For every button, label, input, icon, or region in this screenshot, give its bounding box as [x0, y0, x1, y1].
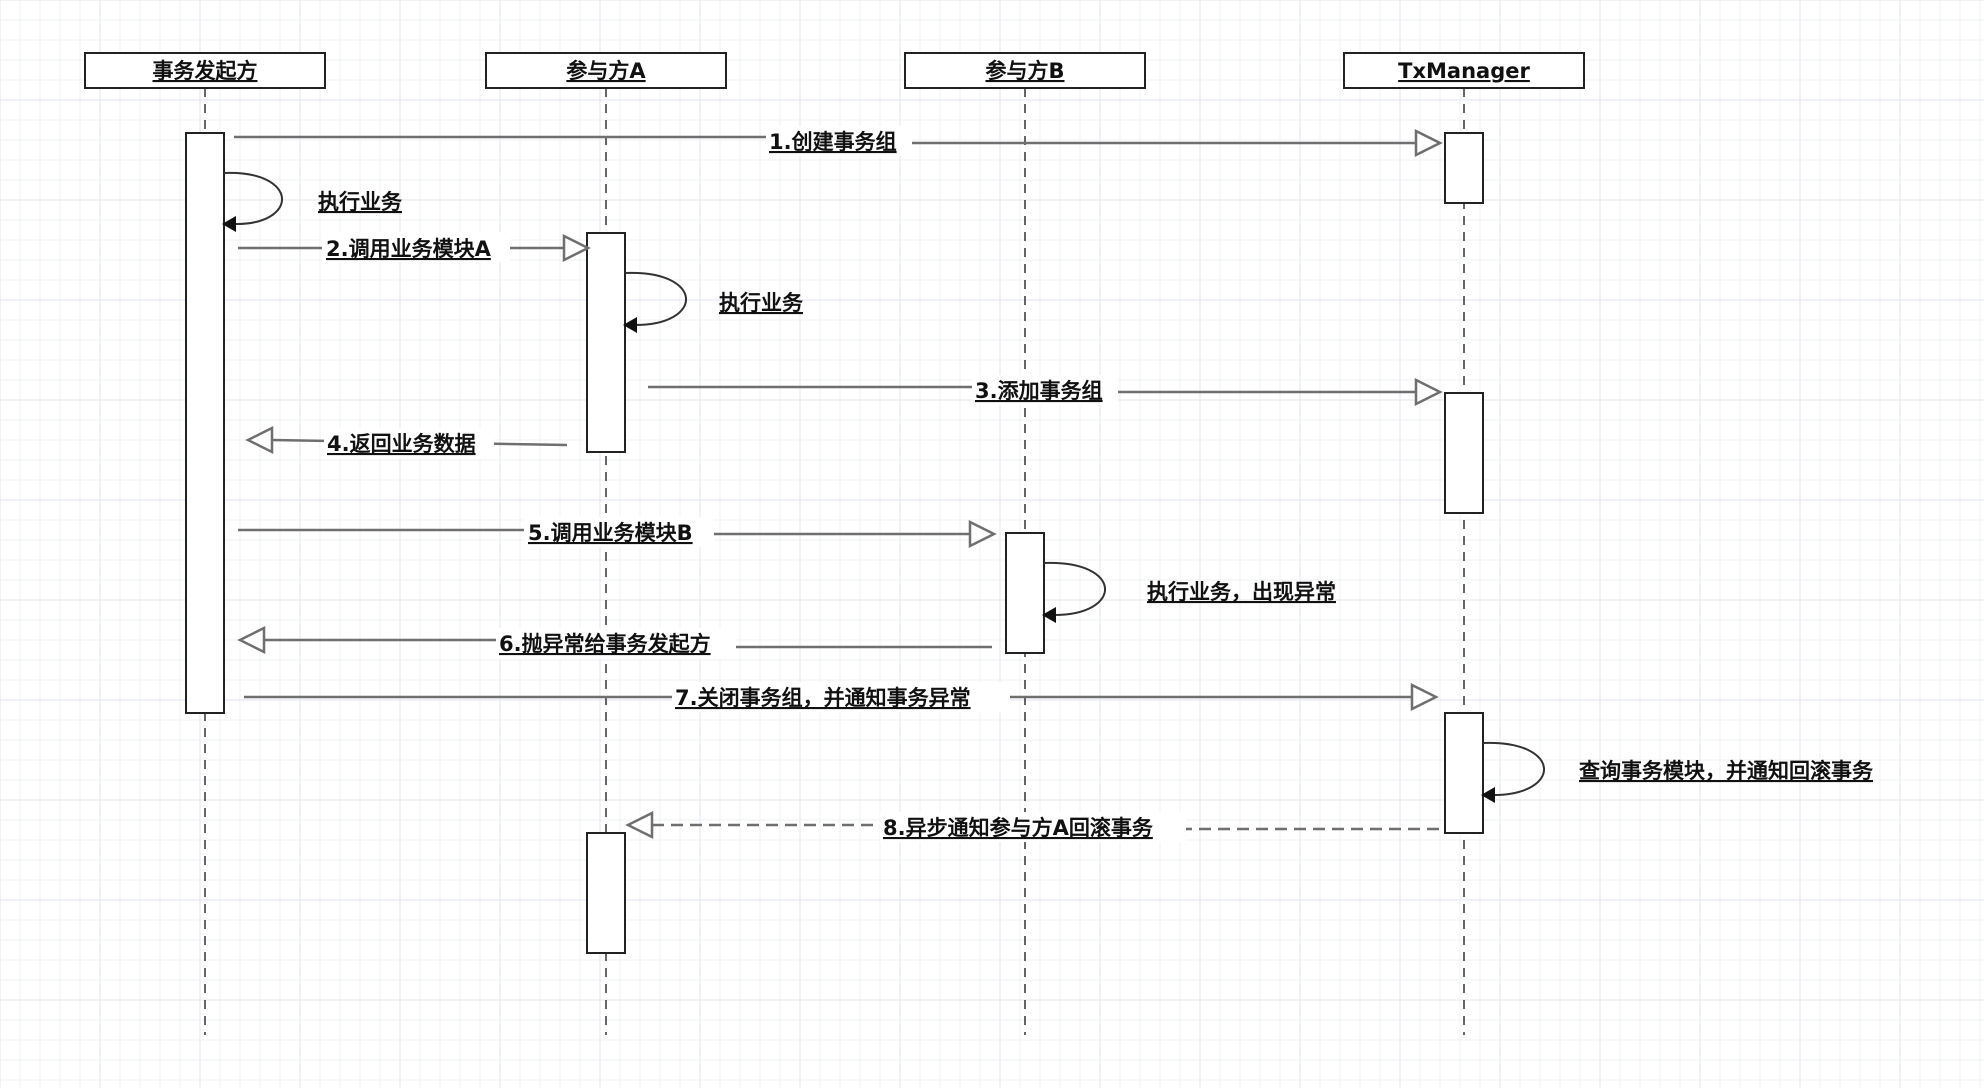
hollow-arrowhead [1410, 682, 1439, 712]
solid-arrowhead [1042, 607, 1056, 623]
participant-label: TxManager [1398, 59, 1530, 83]
activation-bar-initiator [185, 132, 225, 714]
hollow-arrowhead [968, 519, 997, 549]
self-call-initiator-execute: 执行业务 [222, 171, 403, 232]
activation-bar-txmanager-1 [1444, 132, 1484, 204]
hollow-arrowhead [1414, 128, 1443, 158]
self-loop [1482, 741, 1545, 797]
participant-initiator: 事务发起方 [84, 52, 326, 89]
participant-label: 参与方B [985, 59, 1064, 83]
hollow-arrowhead [237, 625, 266, 655]
message-2-call-module-a: 2.调用业务模块A [238, 232, 591, 263]
message-8-async-rollback: 8.异步通知参与方A回滚事务 [625, 810, 1440, 842]
message-3-add-group: 3.添加事务组 [648, 375, 1443, 407]
message-label: 执行业务 [719, 291, 804, 315]
participant-label: 事务发起方 [153, 59, 258, 83]
message-6-throw-exception: 6.抛异常给事务发起方 [237, 625, 992, 658]
message-label: 执行业务，出现异常 [1147, 580, 1336, 604]
message-label: 2.调用业务模块A [326, 237, 492, 261]
participant-participant-b: 参与方B [904, 52, 1146, 89]
participant-box [485, 52, 727, 89]
message-label: 1.创建事务组 [769, 130, 897, 154]
self-loop [624, 271, 687, 327]
participant-box [904, 52, 1146, 89]
message-1-create-group: 1.创建事务组 [234, 126, 1443, 158]
participant-participant-a: 参与方A [485, 52, 727, 89]
solid-arrowhead [1481, 787, 1495, 803]
message-label: 执行业务 [318, 190, 403, 214]
message-label: 6.抛异常给事务发起方 [499, 632, 711, 656]
activation-bar-participant-b [1005, 532, 1045, 654]
self-call-txmanager-rollback: 查询事务模块，并通知回滚事务 [1481, 741, 1874, 803]
participant-box [84, 52, 326, 89]
activation-bar-txmanager-3 [1444, 712, 1484, 834]
lifelines [204, 88, 1465, 1035]
self-loop [1043, 561, 1106, 617]
activation-bar-participant-a-2 [586, 832, 626, 954]
activation-bar-txmanager-2 [1444, 392, 1484, 514]
message-label: 查询事务模块，并通知回滚事务 [1579, 759, 1874, 783]
message-label: 7.关闭事务组，并通知事务异常 [675, 686, 971, 710]
self-loop [223, 171, 283, 226]
activation-bar-participant-a-1 [586, 232, 626, 453]
solid-arrowhead [222, 216, 236, 232]
message-label: 3.添加事务组 [975, 379, 1103, 403]
participant-txmanager: TxManager [1343, 52, 1585, 89]
message-4-return-data: 4.返回业务数据 [245, 425, 568, 458]
solid-arrowhead [623, 317, 637, 333]
hollow-arrowhead [562, 233, 591, 263]
message-label: 5.调用业务模块B [528, 521, 693, 545]
message-label: 4.返回业务数据 [327, 432, 476, 456]
participant-box [1343, 52, 1585, 89]
hollow-arrowhead [625, 810, 654, 840]
hollow-arrowhead [245, 425, 274, 455]
participant-label: 参与方A [566, 59, 646, 83]
message-5-call-module-b: 5.调用业务模块B [238, 517, 997, 549]
self-call-participant-a-execute: 执行业务 [623, 271, 804, 333]
activation-bars [185, 132, 1484, 954]
self-call-participant-b-execute: 执行业务，出现异常 [1042, 561, 1336, 623]
message-7-close-group: 7.关闭事务组，并通知事务异常 [244, 682, 1439, 712]
message-label: 8.异步通知参与方A回滚事务 [883, 816, 1154, 840]
hollow-arrowhead [1414, 377, 1443, 407]
